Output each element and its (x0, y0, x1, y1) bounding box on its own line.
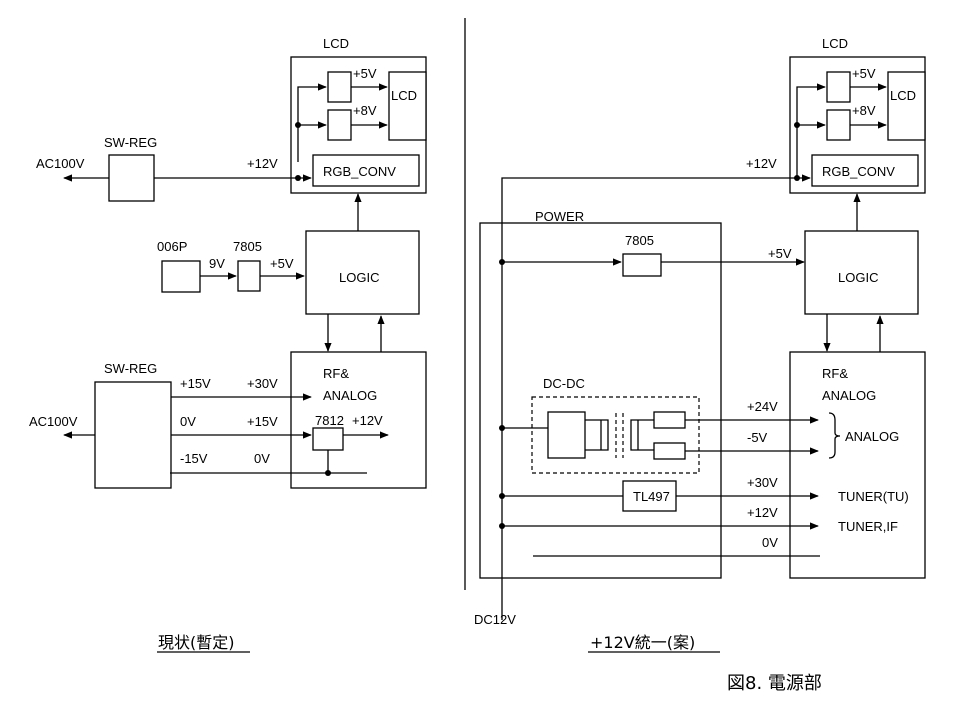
left-rgb-conv (312, 154, 420, 187)
svg-text:+12V: +12V (247, 156, 278, 171)
svg-text:9V: 9V (209, 256, 225, 271)
svg-text:006P: 006P (157, 239, 187, 254)
svg-text:LCD: LCD (391, 88, 417, 103)
svg-text:+5V: +5V (768, 246, 792, 261)
svg-text:+24V: +24V (747, 399, 778, 414)
svg-text:RGB_CONV: RGB_CONV (822, 164, 895, 179)
left-logic-block: LOGIC (305, 193, 420, 352)
svg-text:+15V: +15V (180, 376, 211, 391)
svg-text:TUNER,IF: TUNER,IF (838, 519, 898, 534)
right-rf-analog-block: RF& ANALOG ANALOG TUNER(TU) TUNER,IF (789, 351, 926, 579)
svg-text:ANALOG: ANALOG (845, 429, 899, 444)
svg-text:+5V: +5V (270, 256, 294, 271)
svg-text:LOGIC: LOGIC (838, 270, 878, 285)
left-lcd-title: LCD (323, 36, 349, 51)
svg-text:ANALOG: ANALOG (822, 388, 876, 403)
svg-text:0V: 0V (254, 451, 270, 466)
right-power-block: POWER DC12V 7805 DC-DC TL497 (474, 174, 820, 627)
left-sw-reg-bottom: SW-REG AC100V +15V +30V 0V +15V -15V 0V (29, 361, 367, 489)
svg-text:LCD: LCD (822, 36, 848, 51)
svg-text:+8V: +8V (353, 103, 377, 118)
svg-text:POWER: POWER (535, 209, 584, 224)
svg-text:SW-REG: SW-REG (104, 361, 157, 376)
figure-caption: 図8. 電源部 (727, 673, 822, 694)
svg-text:7805: 7805 (625, 233, 654, 248)
right-logic-block: LOGIC (804, 193, 919, 352)
svg-text:+5V: +5V (353, 66, 377, 81)
svg-text:ANALOG: ANALOG (323, 388, 377, 403)
svg-text:AC100V: AC100V (36, 156, 85, 171)
left-lcd-reg-8v (327, 109, 352, 141)
svg-text:+30V: +30V (247, 376, 278, 391)
svg-text:DC-DC: DC-DC (543, 376, 585, 391)
left-sw-reg-top: SW-REG AC100V +12V (36, 135, 312, 202)
svg-text:AC100V: AC100V (29, 414, 78, 429)
svg-text:RF&: RF& (822, 366, 848, 381)
svg-text:DC12V: DC12V (474, 612, 516, 627)
svg-text:-15V: -15V (180, 451, 208, 466)
right-rail-labels: +24V -5V +30V +12V 0V +5V (747, 246, 792, 550)
svg-text:TUNER(TU): TUNER(TU) (838, 489, 909, 504)
svg-text:LCD: LCD (890, 88, 916, 103)
svg-text:+12V: +12V (352, 413, 383, 428)
svg-text:TL497: TL497 (633, 489, 670, 504)
svg-text:+12V: +12V (747, 505, 778, 520)
svg-text:LOGIC: LOGIC (339, 270, 379, 285)
left-lcd-block: LCD LCD +5V +8V RGB_CONV (290, 36, 427, 194)
svg-text:+5V: +5V (852, 66, 876, 81)
left-lcd-panel (388, 71, 427, 141)
svg-text:+12V統一(案): +12V統一(案) (590, 633, 695, 652)
svg-text:SW-REG: SW-REG (104, 135, 157, 150)
svg-text:7812: 7812 (315, 413, 344, 428)
svg-text:0V: 0V (180, 414, 196, 429)
svg-text:-5V: -5V (747, 430, 768, 445)
svg-text:RGB_CONV: RGB_CONV (323, 164, 396, 179)
svg-text:現状(暫定): 現状(暫定) (158, 633, 235, 652)
left-lcd-reg-5v (327, 71, 352, 103)
svg-text:+15V: +15V (247, 414, 278, 429)
left-rf-analog-block: RF& ANALOG 7812 +12V (290, 351, 427, 489)
svg-text:7805: 7805 (233, 239, 262, 254)
svg-text:0V: 0V (762, 535, 778, 550)
svg-text:+12V: +12V (746, 156, 777, 171)
svg-text:+30V: +30V (747, 475, 778, 490)
svg-text:+8V: +8V (852, 103, 876, 118)
right-section-title: +12V統一(案) (588, 633, 720, 653)
left-reg-7812 (312, 427, 344, 451)
left-battery-supply: 006P 9V 7805 +5V (157, 239, 305, 293)
svg-text:RF&: RF& (323, 366, 349, 381)
left-section-title: 現状(暫定) (157, 633, 250, 653)
right-lcd-block: LCD LCD +5V +8V RGB_CONV +12V (746, 36, 926, 194)
